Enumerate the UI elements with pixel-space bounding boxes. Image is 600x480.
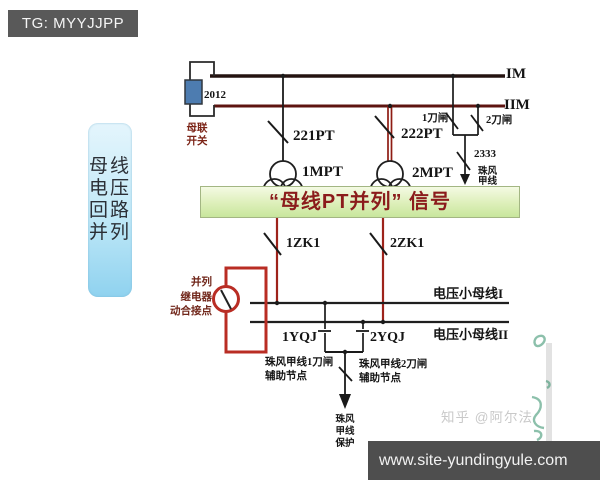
- coupler-name-label: 母联开关: [186, 123, 208, 147]
- pt2-transformer-icon: [376, 160, 404, 188]
- pt1-switch-icon: [267, 120, 289, 144]
- zk1-label: 1ZK1: [286, 236, 321, 251]
- protection-arrow-icon: [339, 394, 351, 409]
- junction-dot: [450, 73, 456, 79]
- protection-switch-icon: [338, 366, 353, 382]
- zk2-label: 2ZK1: [390, 236, 425, 251]
- pt1-transformer-icon: [269, 160, 297, 188]
- yqj1-label: 1YQJ: [282, 330, 317, 345]
- junction-dot: [380, 319, 386, 325]
- bus-im-label: IM: [506, 66, 526, 82]
- pt2-transformer-label: 2MPT: [412, 165, 453, 181]
- vbus2-label: 电压小母线II: [433, 327, 509, 342]
- protection-label: 珠风甲线保护: [335, 415, 355, 449]
- pt1-transformer-label: 1MPT: [302, 164, 343, 180]
- junction-dot: [360, 319, 366, 325]
- junction-dot: [475, 103, 481, 109]
- aux2-label: 珠风甲线2刀闸辅助节点: [359, 359, 428, 384]
- pt2-switch-icon: [374, 115, 395, 139]
- feeder-name-label: 珠风甲线: [478, 167, 498, 187]
- relay-loop-wire: [224, 266, 268, 354]
- header-tag: TG: MYYJJPP: [8, 10, 138, 37]
- yqj2-label: 2YQJ: [370, 330, 405, 345]
- coupler-breaker-box: [184, 79, 203, 105]
- junction-dot: [274, 300, 280, 306]
- bus-iim-label: IIM: [504, 97, 530, 113]
- relay-contact-icon: [212, 285, 240, 313]
- zk2-switch-icon: [369, 232, 388, 256]
- knife2-label: 2刀闸: [486, 115, 513, 126]
- feeder-breaker-label: 2333: [474, 148, 496, 160]
- pt2-switch-label: 222PT: [401, 126, 443, 142]
- side-caption: 母线电压回路并列: [88, 123, 132, 297]
- coupler-id-label: 2012: [204, 89, 226, 101]
- watermark-text: 知乎 @阿尔法: [441, 410, 533, 425]
- footer-url-bar: www.site-yundingyule.com: [368, 441, 600, 480]
- pt1-switch-label: 221PT: [293, 128, 335, 144]
- zk1-switch-icon: [263, 232, 282, 256]
- junction-dot: [342, 349, 348, 355]
- pt-parallel-signal-banner: “母线PT并列” 信号: [200, 186, 520, 218]
- feeder-knife2-icon: [470, 114, 484, 132]
- relay-contact-icon: [220, 289, 232, 310]
- junction-dot: [322, 300, 328, 306]
- feeder-arrow-icon: [460, 174, 470, 185]
- knife1-label: 1刀闸: [422, 113, 449, 124]
- relay-label: 并列继电器动合接点: [170, 277, 212, 317]
- junction-dot: [387, 103, 393, 109]
- feeder-breaker-icon: [456, 151, 471, 171]
- vbus1-label: 电压小母线I: [433, 286, 504, 301]
- aux1-label: 珠风甲线1刀闸辅助节点: [265, 357, 334, 382]
- scan-edge-strip: [546, 343, 552, 441]
- junction-dot: [280, 73, 286, 79]
